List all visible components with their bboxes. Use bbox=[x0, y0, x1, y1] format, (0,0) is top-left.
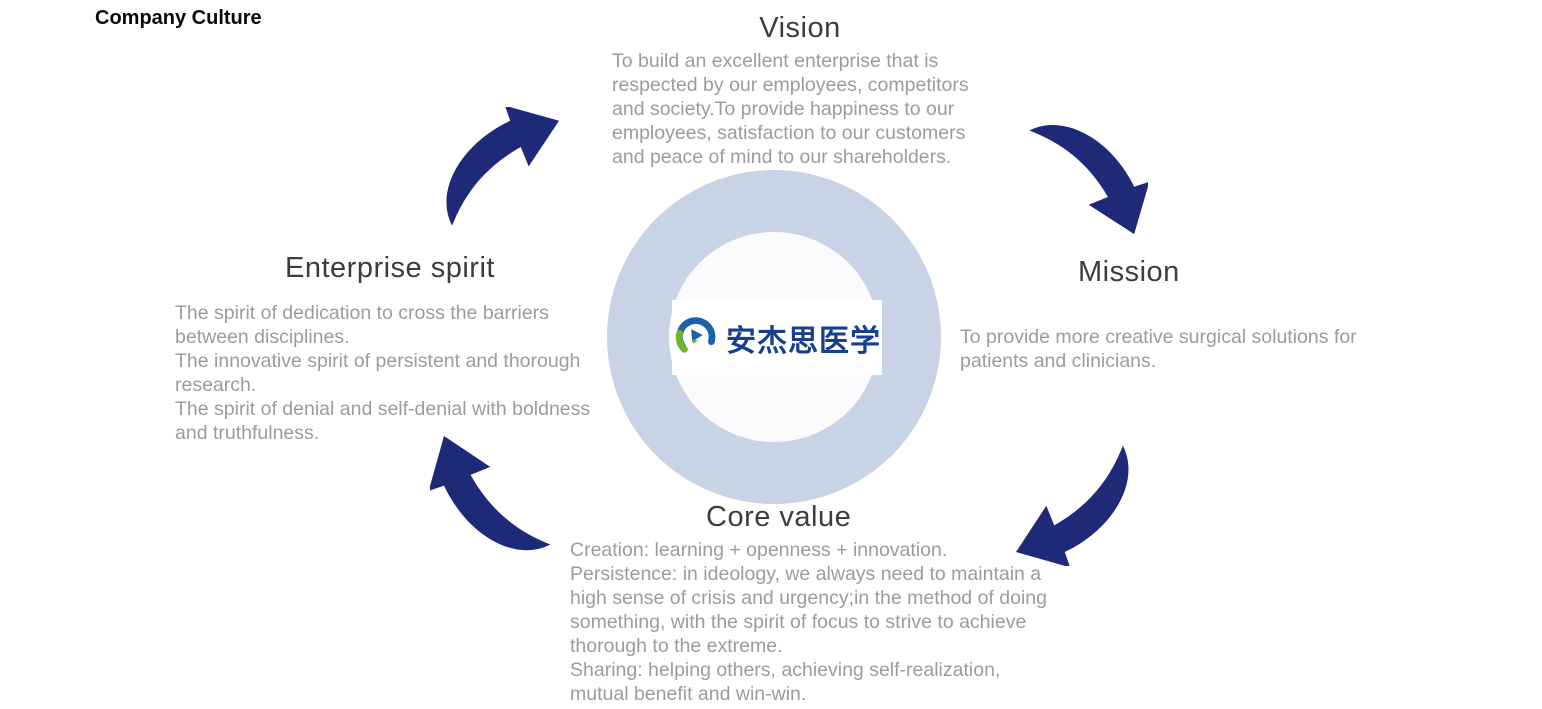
enterprise-spirit-body: The spirit of dedication to cross the ba… bbox=[175, 302, 615, 446]
vision-title: Vision bbox=[759, 12, 841, 44]
flow-arrow-corevalue-to-enterprise-icon bbox=[430, 432, 570, 566]
arrow-shape bbox=[1029, 125, 1148, 235]
core-value-line: Creation: learning + openness + innovati… bbox=[570, 539, 948, 561]
company-logo: 安杰思医学 bbox=[672, 300, 882, 375]
flow-arrow-enterprise-to-vision-icon bbox=[431, 107, 563, 245]
logo-pinwheel-icon bbox=[673, 312, 719, 363]
vision-body: To build an excellent enterprise that is… bbox=[612, 50, 969, 168]
flow-arrow-vision-to-mission-icon bbox=[1010, 110, 1148, 238]
arrow-shape bbox=[1015, 445, 1129, 566]
core-value-line: Persistence: in ideology, we always need… bbox=[570, 562, 1047, 657]
enterprise-spirit-line: The spirit of denial and self-denial wit… bbox=[175, 397, 591, 444]
flow-arrow-mission-to-corevalue-icon bbox=[1012, 426, 1144, 566]
arrow-shape bbox=[430, 436, 551, 551]
mission-title: Mission bbox=[1078, 256, 1180, 288]
logo-text: 安杰思医学 bbox=[726, 324, 881, 358]
enterprise-spirit-line: The spirit of dedication to cross the ba… bbox=[175, 302, 549, 348]
enterprise-spirit-title: Enterprise spirit bbox=[285, 252, 495, 284]
core-value-line: Sharing: helping others, achieving self-… bbox=[570, 658, 1001, 705]
core-value-title: Core value bbox=[706, 501, 852, 533]
mission-body: To provide more creative surgical soluti… bbox=[960, 326, 1357, 372]
arrow-shape bbox=[446, 107, 560, 226]
page-title: Company Culture bbox=[95, 7, 262, 29]
enterprise-spirit-line: The innovative spirit of persistent and … bbox=[175, 349, 581, 396]
core-value-body: Creation: learning + openness + innovati… bbox=[570, 539, 1048, 707]
